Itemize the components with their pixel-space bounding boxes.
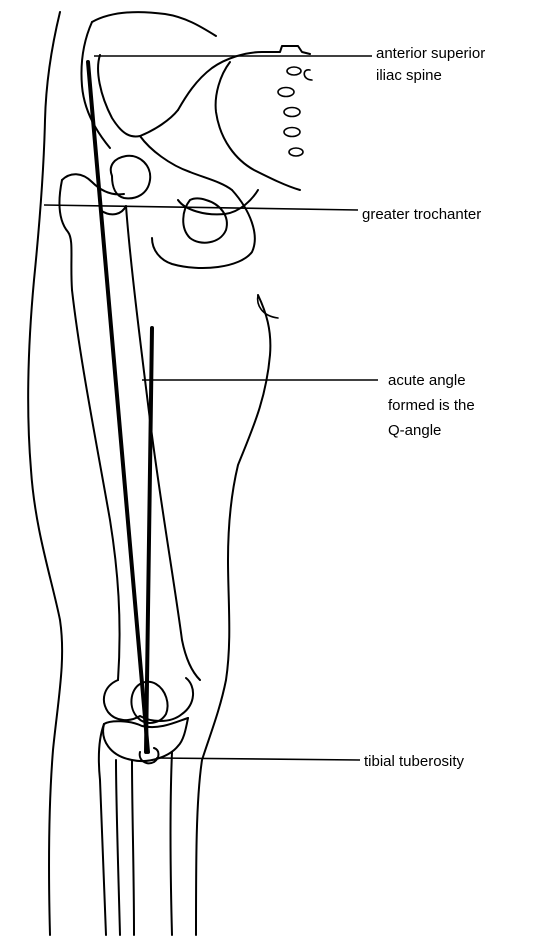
label-qangle-line2: formed is the	[388, 397, 475, 414]
inner-thigh-contour	[196, 295, 270, 935]
sacrum-outline	[216, 62, 300, 190]
labels: anterior superior iliac spine greater tr…	[362, 45, 485, 770]
label-tibial-tuberosity: tibial tuberosity	[364, 753, 465, 770]
pelvis	[98, 46, 312, 268]
label-asis-line1: anterior superior	[376, 45, 485, 62]
sacral-foramina	[278, 67, 312, 156]
iliac-crest	[98, 55, 178, 136]
outer-thigh-contour	[28, 12, 62, 935]
label-qangle-line1: acute angle	[388, 372, 466, 389]
tuberosity-leader	[156, 758, 360, 760]
fibula-inner	[116, 760, 120, 935]
tibia-shaft-medial	[171, 752, 173, 935]
lower-leg-bones	[99, 718, 188, 935]
label-qangle-line3: Q-angle	[388, 422, 441, 439]
upper-body-contour	[92, 12, 216, 36]
ilium-lower-edge	[140, 136, 232, 190]
greater-trochanter-outline	[60, 180, 72, 290]
obturator-foramen	[183, 199, 227, 243]
acetabulum	[111, 156, 150, 199]
leader-lines	[44, 56, 378, 760]
lesser-trochanter	[100, 206, 126, 214]
label-greater-trochanter: greater trochanter	[362, 206, 481, 223]
fibula	[99, 724, 106, 935]
pubis	[152, 190, 255, 268]
label-asis-line2: iliac spine	[376, 67, 442, 84]
tibia-shaft-lateral	[132, 760, 134, 935]
asis-to-patella-line	[88, 62, 148, 752]
trochanter-leader	[44, 205, 358, 210]
groin-mark	[258, 295, 278, 318]
femur	[60, 174, 200, 721]
patella	[131, 682, 167, 723]
